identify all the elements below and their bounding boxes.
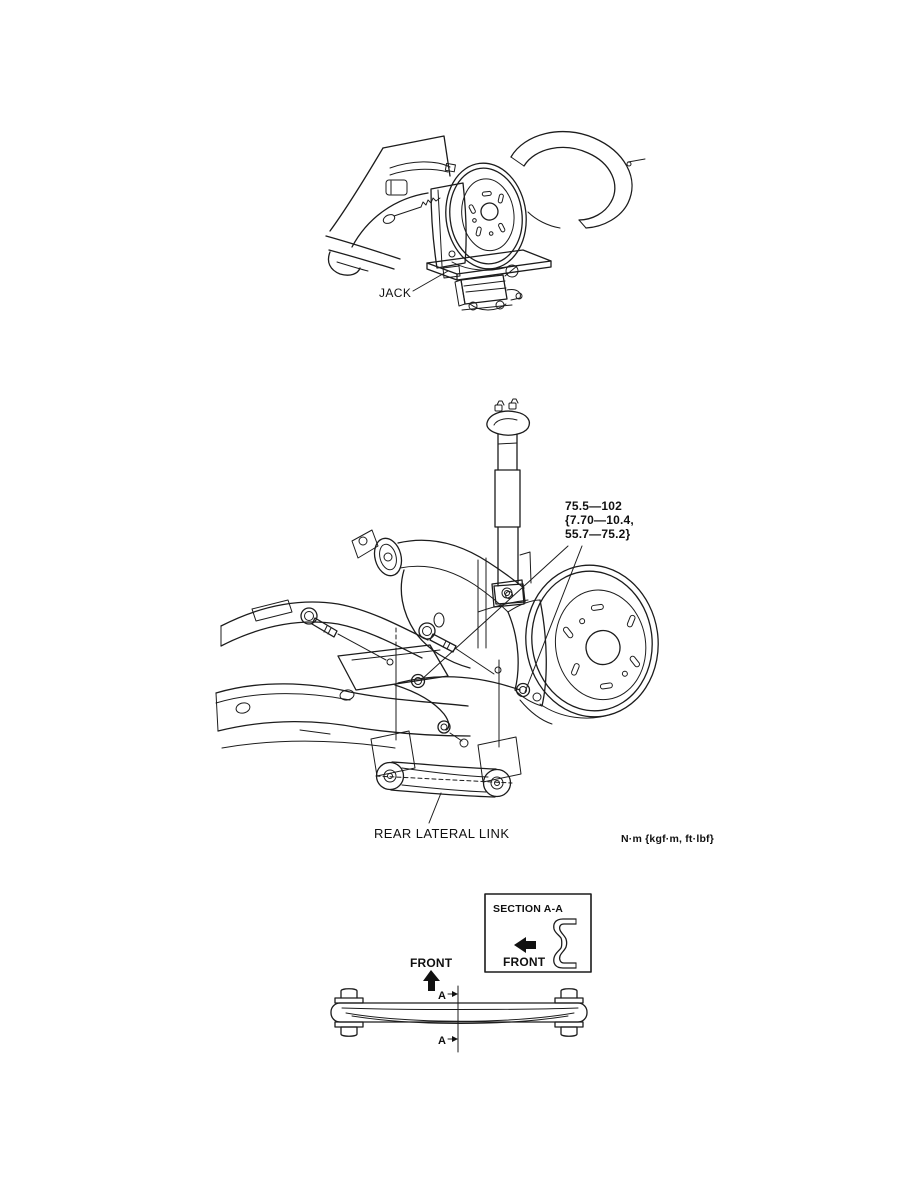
c-channel-profile — [553, 918, 577, 969]
section-marker-a-top: A — [438, 990, 458, 1002]
car-body-outline — [325, 135, 456, 276]
shock-absorber — [486, 398, 532, 605]
jack-plate — [426, 249, 552, 281]
lateral-link-leader-line — [428, 792, 442, 824]
section-figure: SECTION A-A FRONT FRONT — [330, 893, 592, 1053]
parking-brake-cable — [382, 197, 441, 224]
jack — [454, 264, 523, 311]
wheel-housing — [510, 131, 646, 229]
section-marker-arrow-top-icon — [452, 991, 458, 997]
section-box: SECTION A-A FRONT — [484, 893, 592, 973]
jack-leader-line — [412, 270, 449, 292]
right-bushing — [554, 988, 584, 1037]
torque-spec: 75.5—102 {7.70—10.4, 55.7—75.2} — [565, 499, 634, 541]
torque-line-3: 55.7—75.2} — [565, 527, 631, 541]
mount-bolt-front — [300, 607, 394, 666]
marker-a-bottom-label: A — [438, 1035, 446, 1047]
trailing-arm — [351, 529, 529, 669]
torque-line-1: 75.5—102 — [565, 499, 622, 513]
section-marker-arrow-bottom-icon — [452, 1036, 458, 1042]
left-bushing — [334, 988, 364, 1037]
torque-line-2: {7.70—10.4, — [565, 513, 634, 527]
jack-figure: JACK — [325, 131, 646, 311]
subframe-beams — [215, 599, 471, 749]
rear-lateral-link — [375, 761, 513, 798]
units-note-label: N·m {kgf·m, ft·lbf} — [621, 833, 714, 845]
section-marker-a-bottom: A — [438, 1035, 458, 1047]
brake-drum-suspension-figure — [525, 564, 659, 718]
lateral-link-drop-lines — [370, 627, 522, 783]
front-label: FRONT — [410, 956, 453, 970]
lateral-link-top-view: A A — [330, 985, 588, 1053]
front-up-arrow-icon — [423, 970, 440, 991]
rear-lateral-link-label: REAR LATERAL LINK — [374, 826, 509, 841]
section-title: SECTION A-A — [493, 903, 563, 915]
suspension-figure: 75.5—102 {7.70—10.4, 55.7—75.2} REAR LAT… — [215, 398, 714, 845]
box-front-label: FRONT — [503, 955, 546, 969]
link-nuts — [410, 673, 531, 698]
marker-a-top-label: A — [438, 990, 446, 1002]
jack-label: JACK — [379, 286, 411, 300]
front-left-arrow-icon — [514, 937, 536, 953]
mount-bolt-rear — [418, 622, 502, 675]
torque-leader-lines — [420, 545, 583, 693]
